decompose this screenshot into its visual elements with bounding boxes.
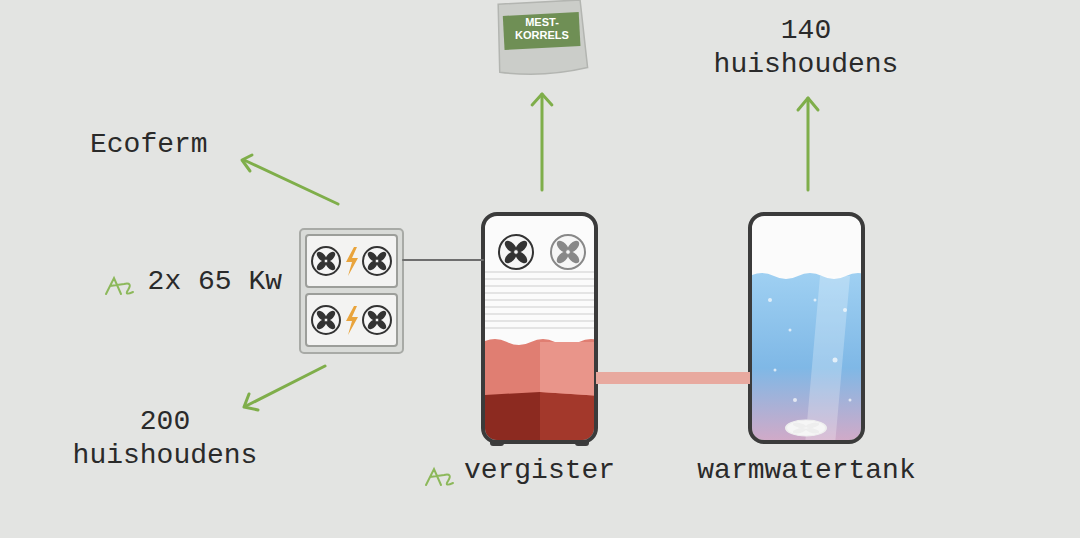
fan-icon	[363, 306, 391, 334]
generator-node: 2x 65 Kw	[300, 229, 403, 353]
fan-icon	[786, 420, 826, 436]
fertiliser-bag	[496, 0, 588, 76]
fan-icon	[312, 247, 340, 275]
generator-box	[300, 229, 403, 353]
digester-tank	[483, 214, 603, 446]
bag-label: MEST- KORRELS	[506, 16, 578, 42]
fan-icon	[499, 235, 533, 269]
connector	[532, 94, 552, 190]
destination-label: 200 huishoudens	[65, 405, 265, 473]
destination-label: Ecoferm	[90, 128, 208, 162]
power-label: 2x 65 Kw	[148, 265, 282, 299]
tank-label: vergister	[464, 454, 615, 488]
hot-water-tank-node: warmwatertank	[750, 214, 863, 442]
connector	[403, 260, 483, 261]
fan-icon	[363, 247, 391, 275]
fan-icon	[312, 306, 340, 334]
fan-icon	[551, 235, 585, 269]
connector	[596, 378, 750, 379]
tank-label: warmwatertank	[697, 454, 915, 488]
hot-water-tank	[750, 214, 870, 445]
digester-node: vergister	[483, 214, 596, 442]
destination-label: 140 huishoudens	[706, 14, 906, 82]
fertiliser-bag-node: MEST- KORRELS	[500, 0, 584, 72]
